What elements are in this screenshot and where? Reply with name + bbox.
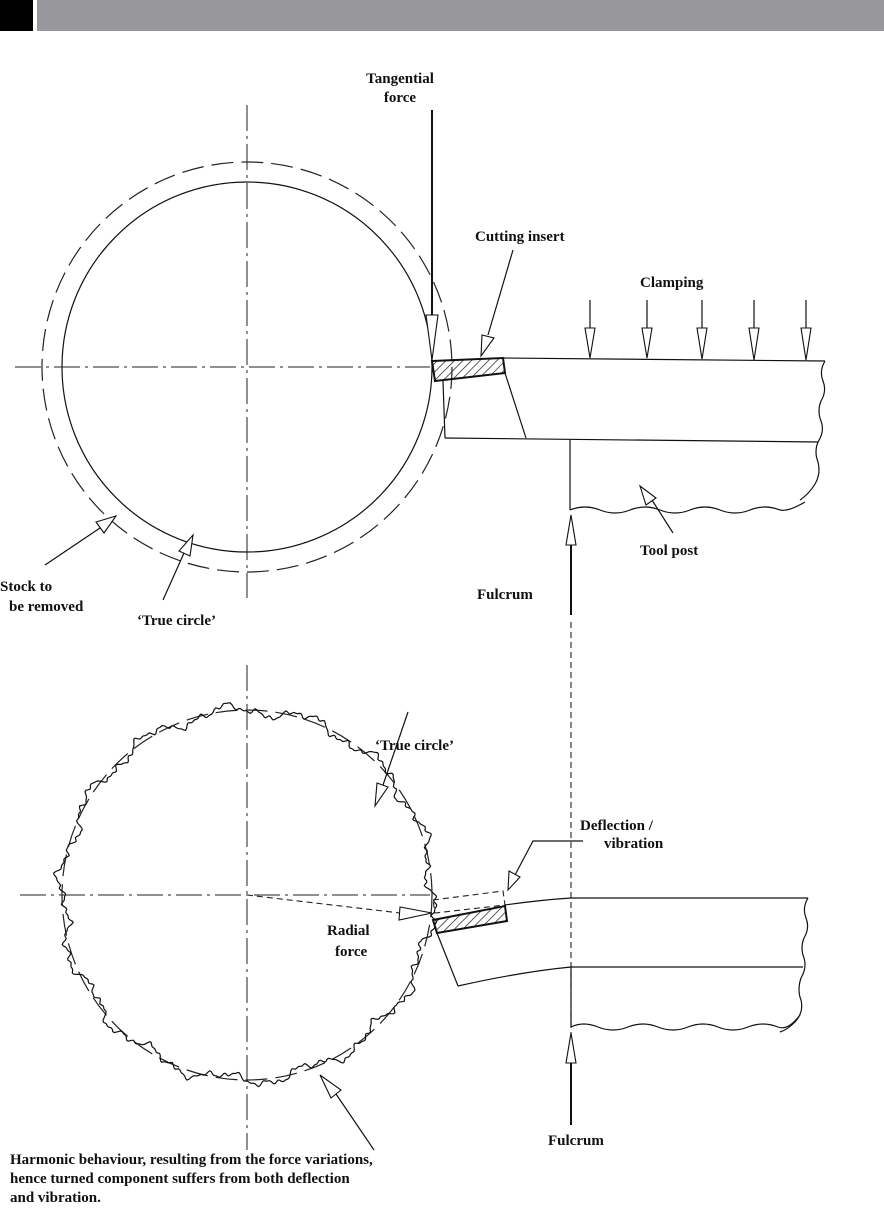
chapter-marker bbox=[0, 0, 33, 31]
radial-force-label-1: Radial bbox=[327, 923, 370, 939]
deflection-label-1: Deflection / bbox=[580, 818, 654, 834]
figure-caption: Harmonic behaviour, resulting from the f… bbox=[10, 1151, 373, 1208]
top-fulcrum-arrow bbox=[565, 514, 577, 615]
clamping-label: Clamping bbox=[640, 275, 704, 291]
deflection-label-2: vibration bbox=[604, 836, 664, 852]
stock-label-1: Stock to bbox=[0, 579, 52, 595]
cutting-insert-bottom bbox=[431, 904, 509, 935]
radial-force-arrow bbox=[246, 894, 433, 921]
caption-line: and vibration. bbox=[10, 1190, 101, 1206]
cutting-insert bbox=[430, 356, 507, 383]
top-tool bbox=[430, 356, 826, 514]
tool-post-label: Tool post bbox=[640, 543, 698, 559]
fulcrum-label-bottom: Fulcrum bbox=[548, 1133, 604, 1149]
bottom-fulcrum-arrow bbox=[565, 1032, 577, 1125]
true-circle-label-bottom: ‘True circle’ bbox=[375, 738, 454, 754]
cutting-insert-label: Cutting insert bbox=[475, 229, 565, 245]
header-band bbox=[37, 0, 884, 31]
tangential-force-label-2: force bbox=[384, 90, 417, 106]
top-leaders bbox=[44, 249, 674, 601]
radial-force-label-2: force bbox=[335, 944, 368, 960]
stock-label-2: be removed bbox=[9, 599, 84, 615]
fulcrum-label-top: Fulcrum bbox=[477, 587, 533, 603]
caption-line: hence turned component suffers from both… bbox=[10, 1171, 350, 1187]
bottom-workpiece bbox=[20, 665, 438, 1150]
true-circle-label-top: ‘True circle’ bbox=[137, 613, 216, 629]
bottom-leaders bbox=[319, 711, 583, 1151]
caption-line: Harmonic behaviour, resulting from the f… bbox=[10, 1152, 373, 1168]
tangential-force-label-1: Tangential bbox=[366, 71, 434, 87]
top-workpiece bbox=[15, 105, 453, 598]
bottom-tool bbox=[431, 890, 809, 1033]
clamping-arrows bbox=[584, 300, 812, 361]
tangential-force-arrow bbox=[425, 110, 439, 361]
